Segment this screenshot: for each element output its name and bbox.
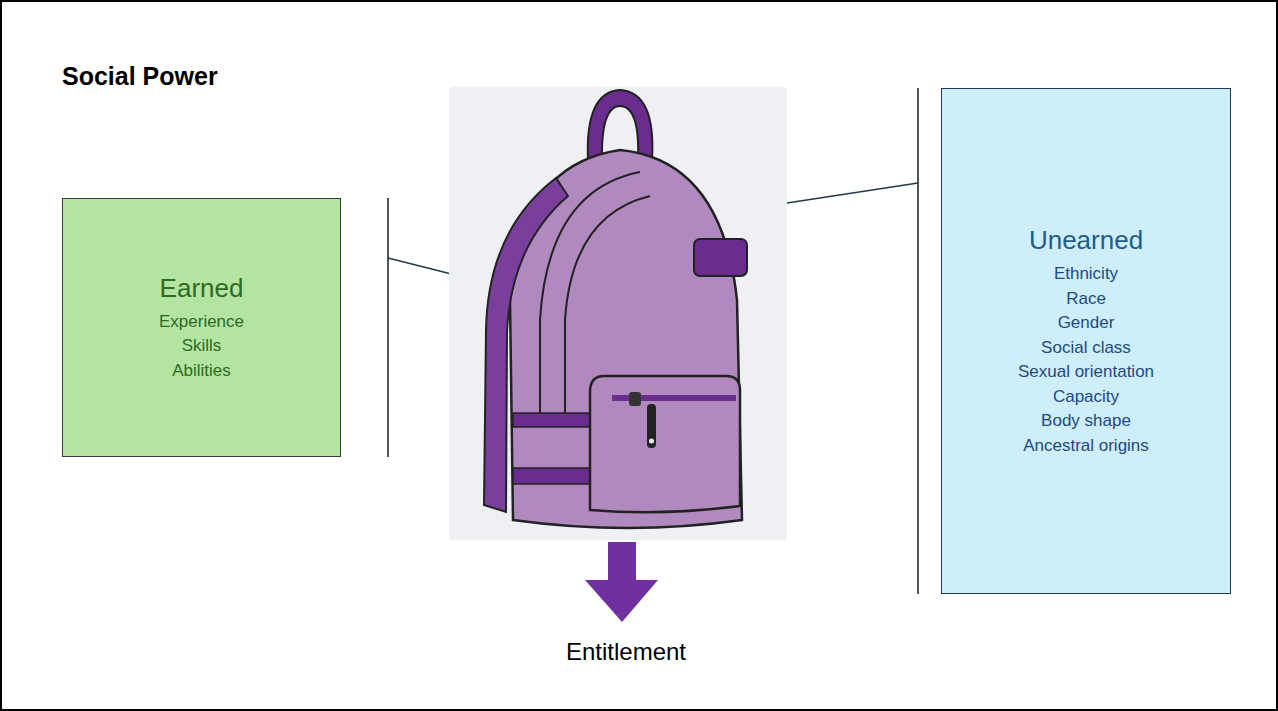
result-label: Entitlement bbox=[526, 638, 726, 666]
down-arrow bbox=[585, 542, 658, 622]
title: Social Power bbox=[62, 62, 218, 91]
front-pocket bbox=[590, 376, 740, 512]
list-item: Abilities bbox=[172, 359, 231, 384]
zipper-pull bbox=[647, 404, 656, 448]
list-item: Ethnicity bbox=[1054, 262, 1118, 287]
list-item: Experience bbox=[159, 310, 244, 335]
list-item: Social class bbox=[1041, 336, 1131, 361]
patch bbox=[694, 239, 747, 276]
list-item: Race bbox=[1066, 287, 1106, 312]
list-item: Skills bbox=[182, 334, 222, 359]
strap bbox=[484, 178, 568, 512]
bracket-line bbox=[917, 88, 919, 594]
leader-line bbox=[787, 183, 918, 203]
side-band bbox=[513, 413, 590, 427]
list-item: Body shape bbox=[1041, 409, 1131, 434]
zipper-hole bbox=[649, 439, 654, 444]
list-item: Sexual orientation bbox=[1018, 360, 1154, 385]
bracket-line bbox=[387, 198, 389, 457]
zipper-pull bbox=[629, 392, 641, 406]
box-heading: Unearned bbox=[1029, 224, 1143, 256]
image-ground bbox=[449, 87, 787, 540]
list-item: Capacity bbox=[1053, 385, 1119, 410]
category-box: UnearnedEthnicityRaceGenderSocial classS… bbox=[941, 88, 1231, 594]
list-item: Ancestral origins bbox=[1023, 434, 1149, 459]
box-heading: Earned bbox=[160, 272, 244, 304]
list-item: Gender bbox=[1058, 311, 1115, 336]
side-band bbox=[513, 468, 590, 484]
category-box: EarnedExperienceSkillsAbilities bbox=[62, 198, 341, 457]
